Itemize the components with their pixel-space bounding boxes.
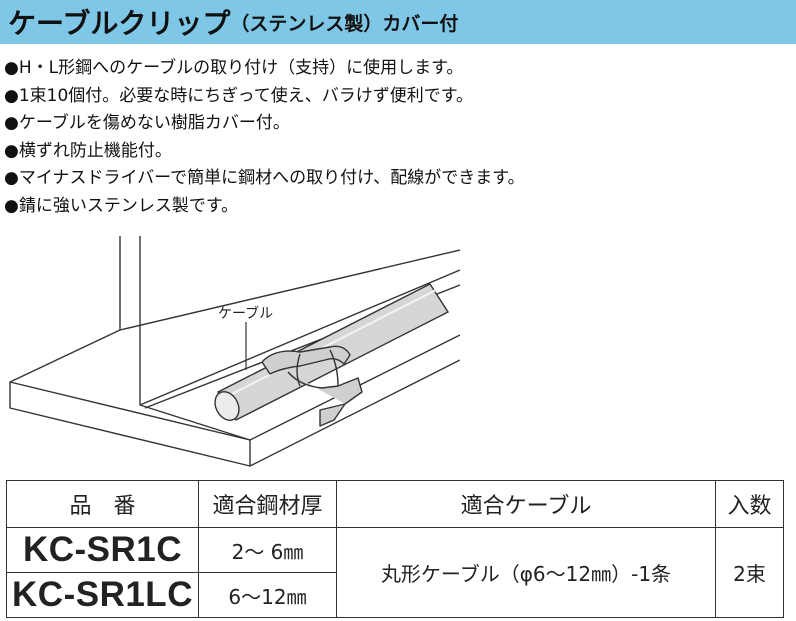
feature-item: 横ずれ防止機能付。 — [4, 138, 525, 166]
clip-shape — [261, 345, 363, 427]
cable-value: 丸形ケーブル（φ6〜12㎜）-1条 — [336, 527, 716, 618]
table-row: KC-SR1C 2〜 6㎜ 丸形ケーブル（φ6〜12㎜）-1条 2束 — [6, 527, 784, 618]
table-row: KC-SR1LC 6〜12㎜ — [6, 572, 784, 618]
feature-item: 1束10個付。必要な時にちぎって使え、バラけず便利です。 — [4, 83, 525, 111]
thickness-value: 6〜12㎜ — [198, 572, 337, 618]
part-number: KC-SR1LC — [6, 572, 199, 618]
header-cable: 適合ケーブル — [336, 480, 716, 528]
installation-diagram — [9, 236, 460, 467]
thickness-value: 2〜 6㎜ — [198, 527, 337, 573]
cable-label: ケーブル — [218, 306, 274, 322]
header-thickness: 適合鋼材厚 — [198, 480, 337, 528]
page-title: ケーブルクリップ — [8, 7, 231, 40]
table-header-row: 品 番 適合鋼材厚 適合ケーブル 入数 — [6, 480, 784, 528]
feature-item: ケーブルを傷めない樹脂カバー付。 — [4, 110, 525, 138]
spec-table: 品 番 適合鋼材厚 適合ケーブル 入数 KC-SR1C 2〜 6㎜ 丸形ケーブル… — [6, 480, 784, 618]
header-quantity: 入数 — [715, 480, 784, 528]
part-number: KC-SR1C — [6, 527, 199, 573]
header-part-number: 品 番 — [6, 480, 199, 528]
feature-list: H・L形鋼へのケーブルの取り付け（支持）に使用します。 1束10個付。必要な時に… — [4, 55, 525, 220]
feature-item: 錆に強いステンレス製です。 — [4, 193, 525, 221]
feature-item: マイナスドライバーで簡単に鋼材への取り付け、配線ができます。 — [4, 165, 525, 193]
feature-item: H・L形鋼へのケーブルの取り付け（支持）に使用します。 — [4, 55, 525, 83]
title-bar: ケーブルクリップ （ステンレス製）カバー付 — [0, 0, 796, 44]
quantity-value: 2束 — [715, 527, 784, 618]
page-subtitle: （ステンレス製）カバー付 — [230, 12, 459, 35]
